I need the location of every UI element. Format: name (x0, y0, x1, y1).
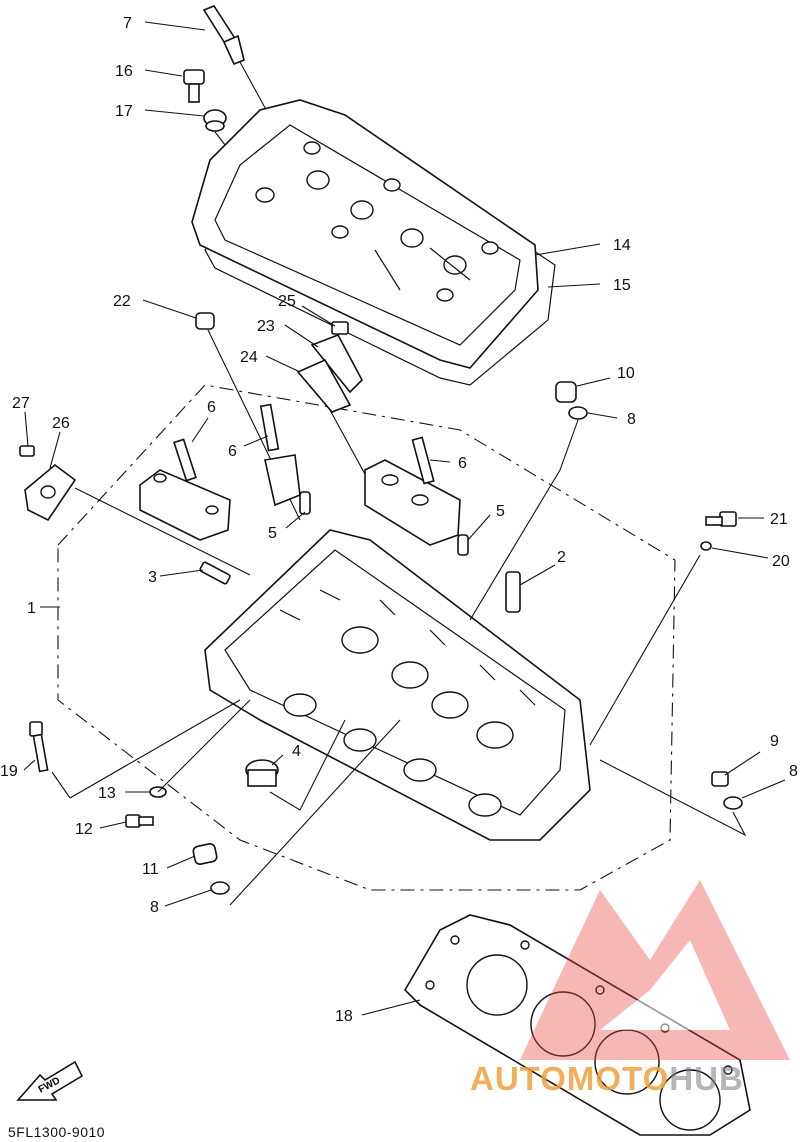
callout-14: 14 (613, 237, 631, 254)
callout-3: 3 (148, 569, 157, 586)
camshaft-cap-mid (259, 403, 311, 515)
callout-24: 24 (240, 349, 258, 366)
callout-4: 4 (292, 743, 301, 760)
oil-bolt-icon (125, 814, 154, 828)
union-bolt-icon (711, 771, 729, 787)
watermark-text-part1: AUTOMOTO (470, 1060, 670, 1097)
forward-arrow-icon (16, 1060, 84, 1101)
breather-plate-icon (296, 321, 391, 521)
part-code: 5FL1300-9010 (8, 1124, 106, 1140)
cylinder-head (204, 529, 591, 841)
dowel-pin-2-icon (505, 571, 521, 613)
watermark-text-part2: HUB (669, 1060, 744, 1097)
callout-27: 27 (12, 395, 30, 412)
callout-22: 22 (113, 293, 131, 310)
cylinder-head-cover (191, 99, 539, 369)
callout-11: 11 (142, 861, 159, 878)
stud-bolt-icon (199, 561, 231, 585)
callout-6a: 6 (207, 399, 216, 416)
watermark-logo-icon (520, 880, 790, 1060)
callout-6b: 6 (228, 443, 237, 460)
callout-23: 23 (257, 318, 275, 335)
callout-17: 17 (115, 103, 133, 120)
callout-19: 19 (0, 763, 18, 780)
callout-18: 18 (335, 1008, 353, 1025)
callout-2: 2 (557, 549, 566, 566)
callout-5a: 5 (268, 525, 277, 542)
callout-1: 1 (27, 600, 36, 617)
watermark-text: AUTOMOTOHUB (470, 1060, 744, 1098)
callout-13: 13 (98, 785, 116, 802)
cover-plate-icon (19, 445, 77, 522)
callout-5b: 5 (496, 503, 505, 520)
callout-16: 16 (115, 63, 133, 80)
callout-26: 26 (52, 415, 70, 432)
assembly-outline-dashed (57, 384, 676, 891)
plug-icon (245, 759, 279, 787)
camshaft-cap-right (364, 436, 469, 556)
head-bolt-icon (29, 721, 71, 799)
callout-12: 12 (75, 821, 93, 838)
cap-bolt-icon (183, 69, 205, 103)
callout-8a: 8 (627, 411, 636, 428)
callout-20: 20 (772, 553, 790, 570)
callout-8c: 8 (150, 899, 159, 916)
head-gasket (403, 914, 751, 1136)
callout-9: 9 (770, 733, 779, 750)
callout-25: 25 (278, 293, 296, 310)
callout-15: 15 (613, 277, 631, 294)
callout-6c: 6 (458, 455, 467, 472)
sleeve-icon (192, 381, 577, 865)
callout-10: 10 (617, 365, 635, 382)
callout-8b: 8 (789, 763, 798, 780)
callout-21: 21 (770, 511, 788, 528)
callout-7: 7 (123, 15, 132, 32)
camshaft-cap-left (139, 438, 231, 541)
bolt-21-icon (589, 511, 737, 746)
